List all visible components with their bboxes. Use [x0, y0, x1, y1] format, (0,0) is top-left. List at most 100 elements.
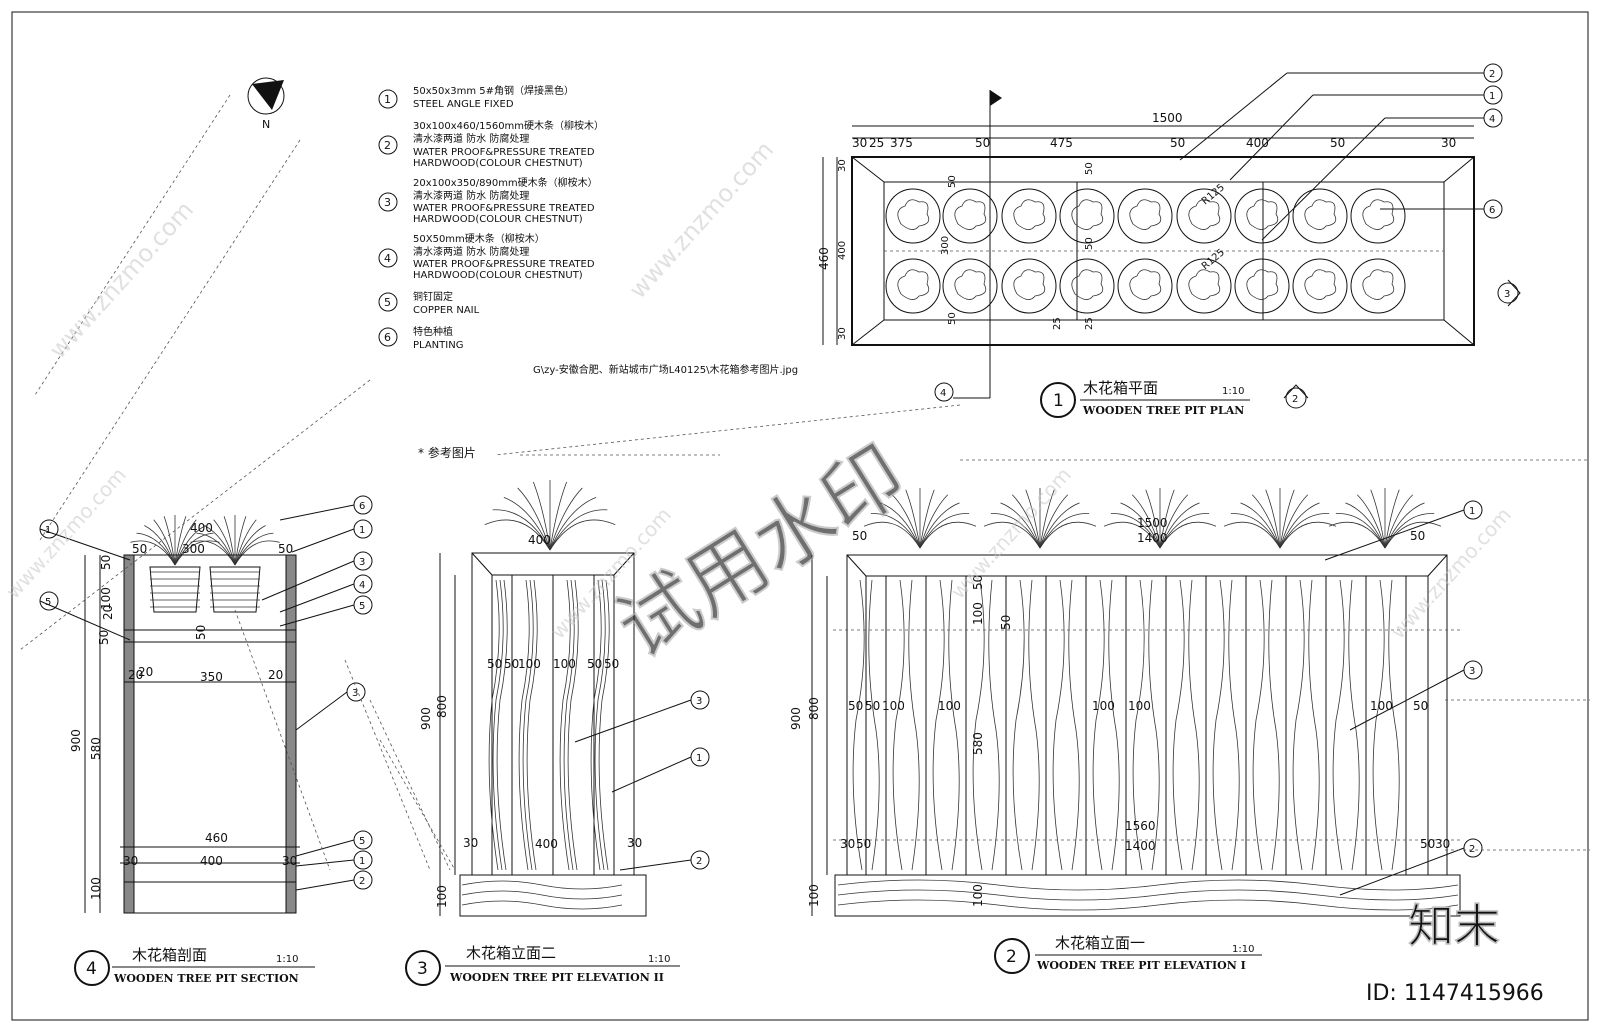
- callout-number: 3: [352, 688, 358, 699]
- plan-dim-inner: 25: [1084, 317, 1095, 330]
- plan-title-cn: 木花箱平面: [1083, 379, 1158, 397]
- wood-grain: [598, 579, 610, 871]
- legend-3-num: 3: [384, 196, 391, 209]
- callout-1-icon: [353, 850, 373, 870]
- section-title-en: WOODEN TREE PIT SECTION: [113, 972, 299, 985]
- callout-6-icon: [353, 495, 373, 515]
- wood-grain: [1228, 579, 1240, 871]
- wood-grain: [837, 889, 1459, 901]
- pot-circle: [1350, 258, 1406, 314]
- callout-number: 5: [45, 597, 51, 608]
- legend-4-num: 4: [384, 252, 391, 265]
- wood-grain: [559, 579, 571, 871]
- elevation-1-dimension: 1400: [1125, 839, 1156, 853]
- elevation-1-dimension: 100: [1370, 699, 1393, 713]
- elevation-2-dimension: 800: [435, 695, 449, 718]
- elevation-1-title-en: WOODEN TREE PIT ELEVATION I: [1036, 959, 1246, 972]
- watermark-site-5: www.znzmo.com: [946, 463, 1076, 604]
- elevation-1-dimension: 30: [840, 837, 855, 851]
- elevation-1-base-grain: [837, 879, 1459, 911]
- wood-grain: [1348, 579, 1360, 871]
- legend-4-cn2: 清水漆两道 防水 防腐处理: [413, 245, 529, 258]
- wood-grain: [1028, 579, 1040, 871]
- section-title-scale: 1:10: [276, 954, 298, 965]
- legend-1-cn: 50x50x3mm 5#角钢（焊接黑色）: [413, 84, 574, 97]
- planting-icon: [983, 488, 1097, 549]
- callout-3-icon: [1463, 660, 1483, 680]
- plant-icon: [897, 269, 930, 300]
- plant-icon: [1188, 269, 1221, 300]
- svg-text:3: 3: [1504, 289, 1510, 300]
- wood-grain: [972, 579, 985, 871]
- plant-icon: [954, 199, 987, 230]
- elevation-1-dimension: 50: [1410, 529, 1425, 543]
- wood-grain: [1188, 579, 1200, 871]
- elevation-2-title-scale: 1:10: [648, 954, 670, 965]
- wood-grain: [932, 579, 945, 871]
- plant-icon: [1071, 199, 1104, 230]
- plan-dim-top: 50: [1330, 136, 1345, 150]
- legend-5-cn: 铜钉固定: [413, 290, 453, 303]
- plant-icon: [1129, 269, 1162, 300]
- pot-circle: [1234, 258, 1290, 314]
- section-dimension: 900: [69, 729, 83, 752]
- plant-icon: [1246, 199, 1279, 230]
- plant-icon: [1129, 199, 1162, 230]
- section-dimension: 460: [205, 831, 228, 845]
- elevation-1-dimension: 900: [789, 707, 803, 730]
- elevation-2-title-cn: 木花箱立面二: [466, 944, 556, 962]
- elevation-1-dimension: 100: [938, 699, 961, 713]
- elevation-1-title-scale: 1:10: [1232, 944, 1254, 955]
- wood-grain: [892, 579, 905, 871]
- legend-4-en2: HARDWOOD(COLOUR CHESTNUT): [413, 270, 583, 281]
- wood-grain: [1388, 579, 1400, 871]
- plan-dim-inner: 25: [1052, 317, 1063, 330]
- wood-grain: [567, 579, 579, 871]
- callout-number: 1: [359, 856, 365, 867]
- elevation-2-title-num: 3: [417, 959, 428, 979]
- plant-icon: [1304, 269, 1337, 300]
- callout-number: 1: [45, 525, 51, 536]
- dotted-leader: [379, 739, 456, 871]
- elevation-1-dimension: 100: [1092, 699, 1115, 713]
- elevation-1-dimension: 580: [971, 732, 985, 755]
- wood-grain: [590, 579, 602, 871]
- legend-3-cn: 20x100x350/890mm硬木条（柳桉木）: [413, 176, 598, 189]
- elevation-1-dimension: 50: [856, 837, 871, 851]
- callout-number: 1: [696, 753, 702, 764]
- plan-title-en: WOODEN TREE PIT PLAN: [1082, 404, 1244, 417]
- plant-icon: [1013, 199, 1046, 230]
- elevation-2-dimension: 900: [419, 707, 433, 730]
- wood-grain: [461, 890, 623, 900]
- north-arrow-icon: N: [247, 77, 285, 131]
- callout-number: 3: [359, 557, 365, 568]
- callout-3-icon: [353, 551, 373, 571]
- plan-title-scale: 1:10: [1222, 386, 1244, 397]
- legend: 1 50x50x3mm 5#角钢（焊接黑色） STEEL ANGLE FIXED…: [378, 84, 604, 351]
- reference-note: * 参考图片: [418, 445, 476, 460]
- wood-grain: [1212, 579, 1225, 871]
- callout-number: 2: [1469, 844, 1475, 855]
- elevation-marker-3-icon: 3: [1497, 279, 1521, 307]
- wood-grain: [852, 579, 865, 871]
- elevation-1-dimension: 1560: [1125, 819, 1156, 833]
- callout-2-icon: [1483, 63, 1503, 83]
- plant-icon: [1246, 269, 1279, 300]
- elevation-1-dimension: 50: [865, 699, 880, 713]
- watermark-trial: 试用水印: [601, 428, 922, 676]
- wood-grain: [492, 579, 504, 871]
- wood-grain: [1172, 579, 1185, 871]
- elevation-1-title-num: 2: [1006, 947, 1017, 967]
- callout-5-icon: [39, 591, 59, 611]
- section-planting: [130, 515, 280, 566]
- legend-4-cn: 50X50mm硬木条（柳桉木）: [413, 232, 545, 245]
- plan-dim-top: 30: [852, 136, 867, 150]
- elevation-1-dimension: 50: [848, 699, 863, 713]
- pot-circle: [1176, 258, 1232, 314]
- wood-grain: [988, 579, 1000, 871]
